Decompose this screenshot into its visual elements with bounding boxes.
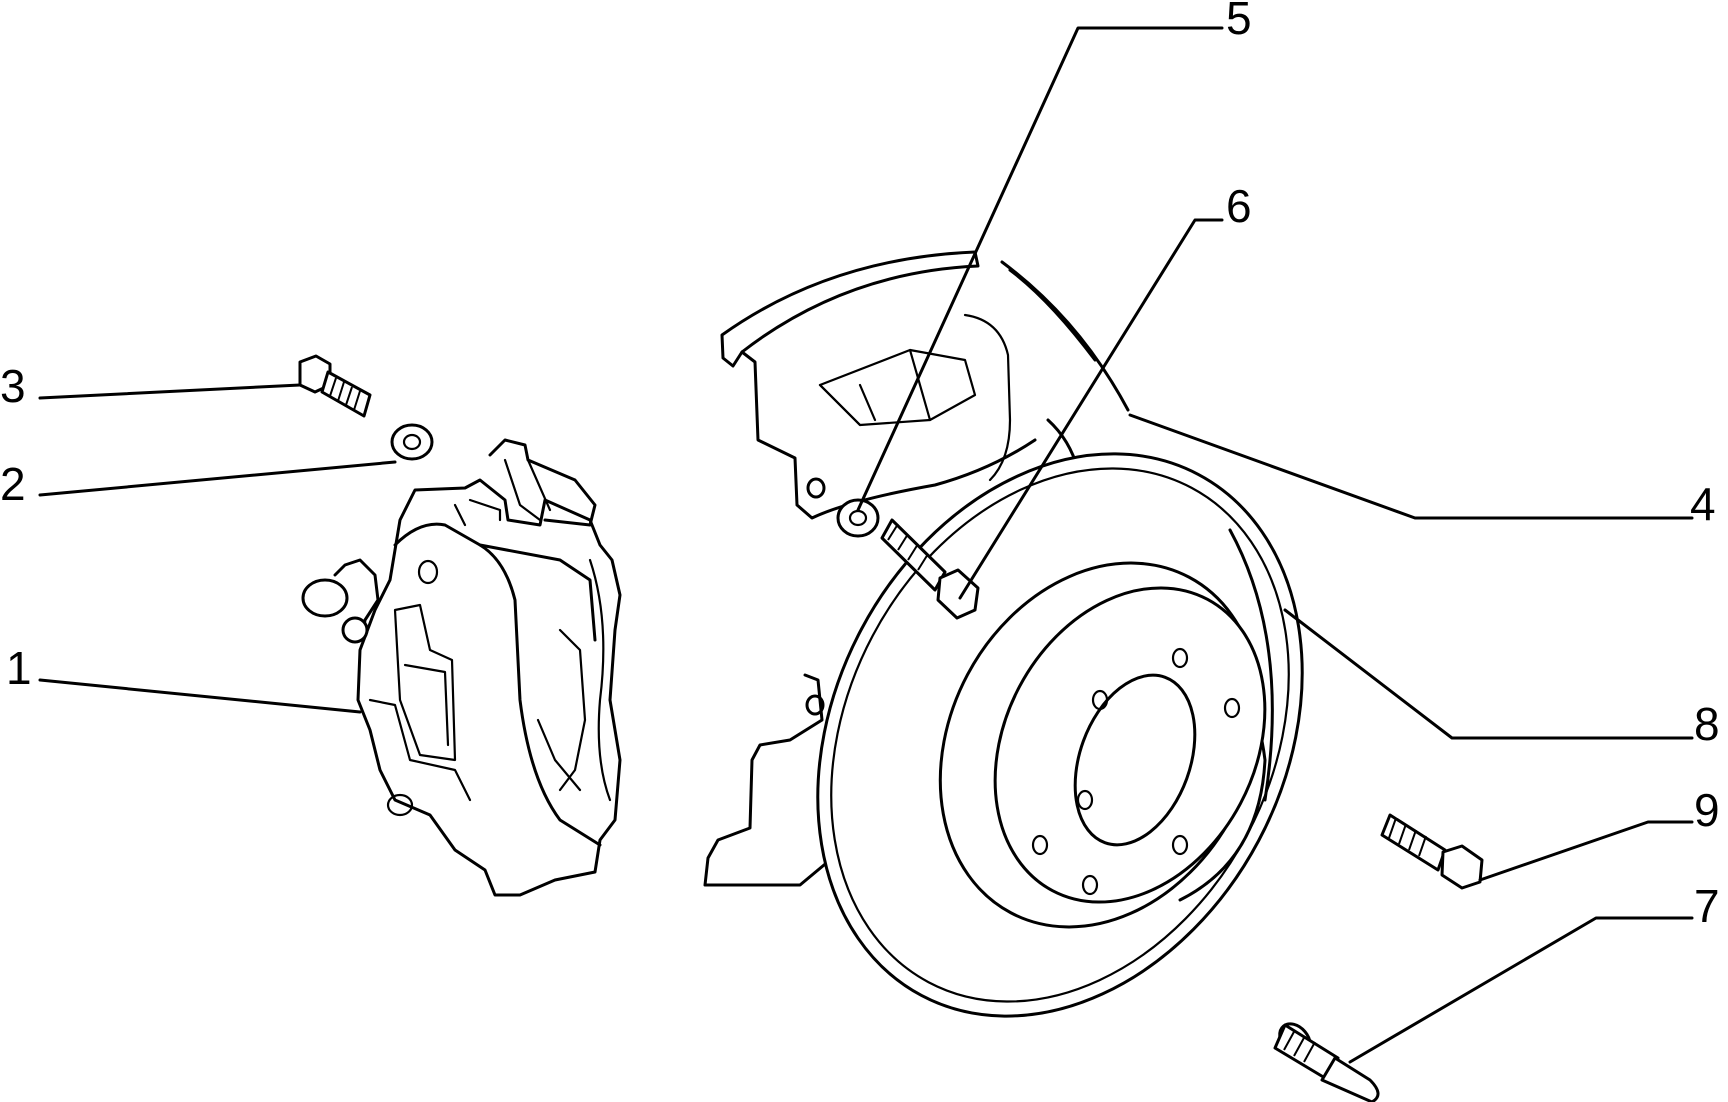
shield-bolt [880, 518, 980, 620]
callout-label-3: 3 [0, 360, 26, 412]
caliper-bolt [298, 354, 372, 418]
caliper-assembly [301, 438, 622, 897]
callout-label-2: 2 [0, 458, 26, 510]
callout-label-9: 9 [1694, 784, 1720, 836]
leader-lines [38, 26, 1694, 1064]
shield-washer [836, 498, 880, 538]
disc-screw [1380, 813, 1484, 890]
washer [390, 423, 434, 461]
callout-label-4: 4 [1690, 478, 1716, 530]
callout-label-1: 1 [6, 642, 32, 694]
brake-disc [816, 452, 1304, 1018]
callout-label-7: 7 [1694, 880, 1720, 932]
callout-label-8: 8 [1694, 698, 1720, 750]
wheel-stud [1273, 1022, 1380, 1102]
callout-label-6: 6 [1226, 180, 1252, 232]
callout-label-5: 5 [1226, 0, 1252, 44]
